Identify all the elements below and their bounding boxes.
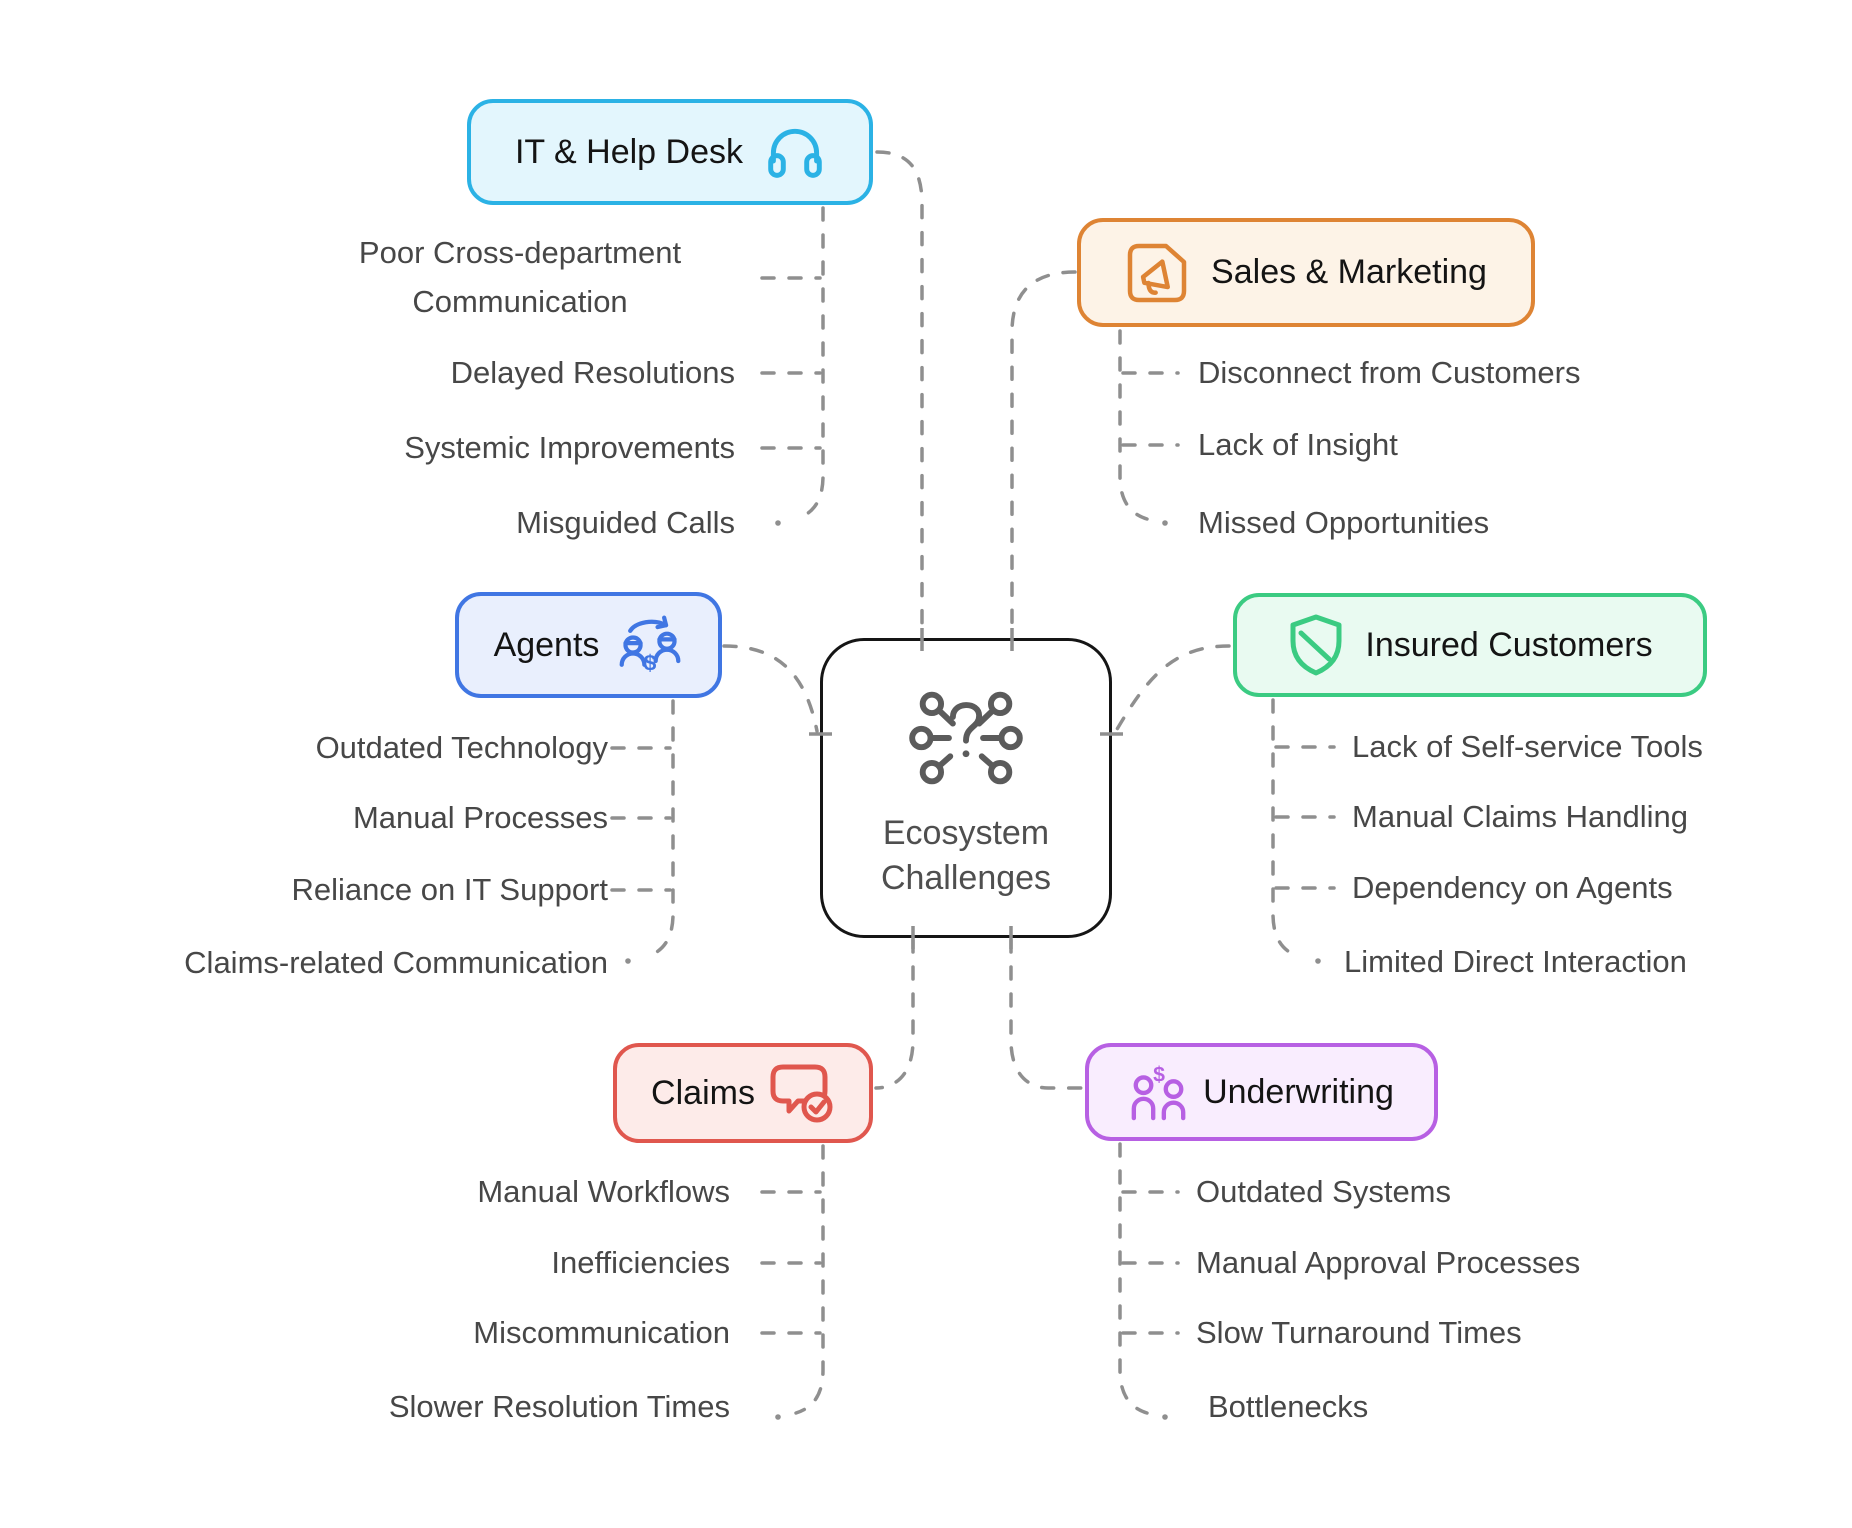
branch-node-insured-customers[interactable]: Insured Customers <box>1233 593 1707 697</box>
branch-node-underwriting[interactable]: $ Underwriting <box>1085 1043 1438 1141</box>
sales-sub-item-0[interactable]: Disconnect from Customers <box>1198 355 1581 390</box>
claims-sub-item-3[interactable]: Slower Resolution Times <box>388 1389 730 1424</box>
agents-sub-item-3[interactable]: Claims-related Communication <box>184 945 608 980</box>
branch-label: IT & Help Desk <box>514 132 743 171</box>
branch-label: Claims <box>651 1073 755 1112</box>
insured-sub-item-3[interactable]: Limited Direct Interaction <box>1344 944 1687 979</box>
claims-sub-item-1[interactable]: Inefficiencies <box>551 1245 730 1280</box>
it-sub-item-2[interactable]: Systemic Improvements <box>404 430 735 465</box>
claims-sub-item-0[interactable]: Manual Workflows <box>477 1174 730 1209</box>
people-dollar-icon: $ <box>1129 1062 1189 1122</box>
branch-node-it-help-desk[interactable]: IT & Help Desk <box>467 99 873 205</box>
branch-node-agents[interactable]: Agents $ <box>455 592 722 698</box>
agents-sub-item-2[interactable]: Reliance on IT Support <box>291 872 608 907</box>
agents-sub-item-1[interactable]: Manual Processes <box>352 800 608 835</box>
svg-text:$: $ <box>644 650 657 675</box>
insured-sub-item-1[interactable]: Manual Claims Handling <box>1352 799 1688 834</box>
it-sub-item-1[interactable]: Delayed Resolutions <box>450 355 735 390</box>
sales-sub-item-2[interactable]: Missed Opportunities <box>1198 505 1490 540</box>
shield-icon <box>1287 613 1345 677</box>
chat-check-icon <box>769 1062 835 1124</box>
insured-sub-item-0[interactable]: Lack of Self-service Tools <box>1352 729 1703 764</box>
branch-label: Agents <box>493 625 600 664</box>
claims-sub-item-2[interactable]: Miscommunication <box>473 1315 730 1350</box>
central-node-label: Ecosystem Challenges <box>880 814 1052 897</box>
branch-node-claims[interactable]: Claims <box>613 1043 873 1143</box>
branch-label: Sales & Marketing <box>1211 253 1487 291</box>
branch-label: Underwriting <box>1203 1072 1394 1111</box>
branch-node-sales-marketing[interactable]: Sales & Marketing <box>1077 218 1535 327</box>
underwriting-sub-item-2[interactable]: Slow Turnaround Times <box>1196 1315 1522 1350</box>
it-sub-item-3[interactable]: Misguided Calls <box>516 505 735 540</box>
people-exchange-dollar-icon: $ <box>617 615 683 675</box>
underwriting-sub-item-1[interactable]: Manual Approval Processes <box>1196 1245 1581 1280</box>
headphones-icon <box>765 125 825 179</box>
central-node-ecosystem-challenges[interactable]: Ecosystem Challenges <box>820 638 1112 938</box>
insured-sub-item-2[interactable]: Dependency on Agents <box>1352 870 1673 905</box>
svg-text:$: $ <box>1153 1062 1165 1086</box>
it-sub-item-0[interactable]: Poor Cross-department Communication <box>358 235 682 319</box>
underwriting-sub-item-3[interactable]: Bottlenecks <box>1208 1389 1369 1424</box>
branch-label: Insured Customers <box>1365 625 1653 664</box>
megaphone-document-icon <box>1125 241 1189 305</box>
underwriting-sub-item-0[interactable]: Outdated Systems <box>1196 1174 1452 1209</box>
agents-sub-item-0[interactable]: Outdated Technology <box>315 730 608 765</box>
sales-sub-item-1[interactable]: Lack of Insight <box>1198 427 1398 462</box>
question-network-icon <box>900 675 1032 801</box>
